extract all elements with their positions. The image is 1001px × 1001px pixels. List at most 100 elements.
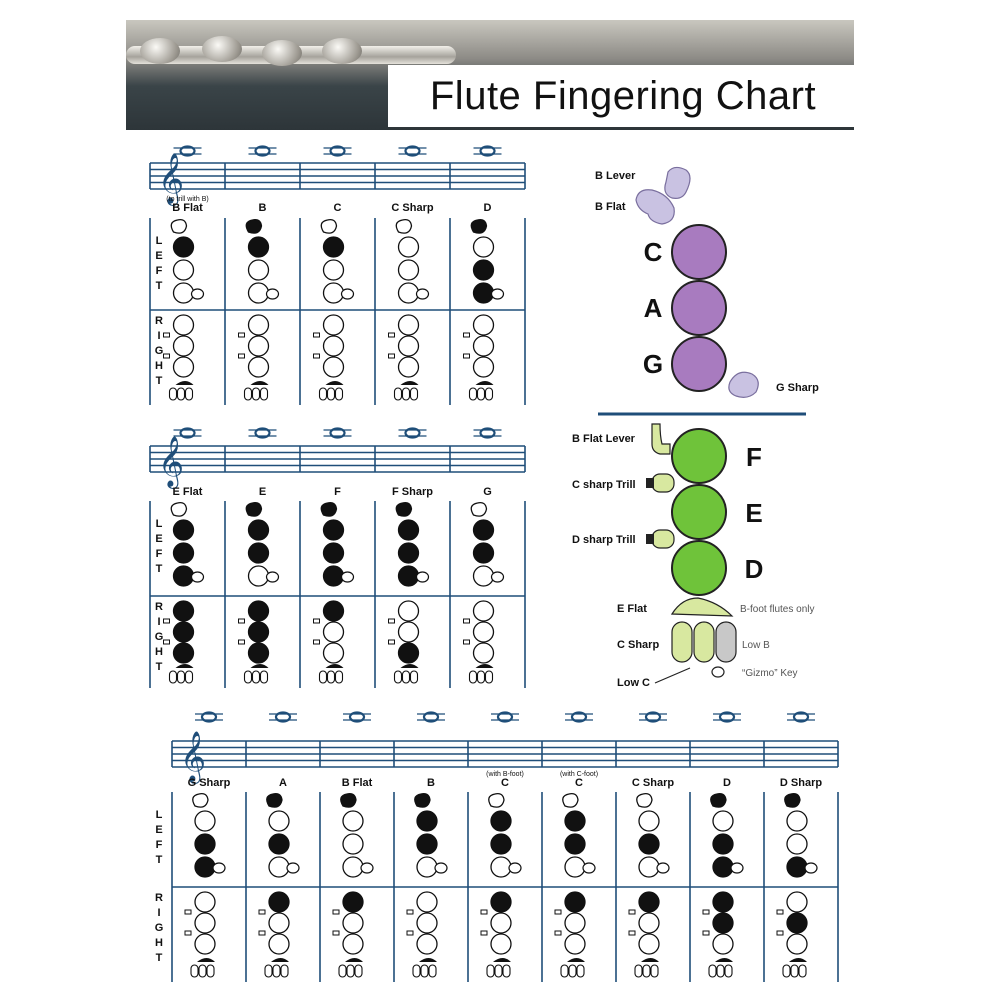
trill-key-icon	[480, 909, 488, 915]
note-subtitle-label: (with C-foot)	[560, 771, 598, 778]
note-name-label: B	[427, 777, 435, 789]
tone-hole-icon	[490, 912, 512, 934]
foot-key-icon	[272, 964, 281, 978]
foot-key-icon	[724, 964, 733, 978]
thumb-key-icon	[340, 792, 357, 808]
thumb-key-icon	[395, 501, 413, 517]
whole-note-icon	[792, 711, 810, 723]
right-hand-label: H	[155, 937, 163, 949]
foot-key-icon	[338, 964, 347, 978]
note-name-label: D Sharp	[780, 777, 822, 789]
g-sharp-key-icon	[190, 571, 205, 583]
b-foot-note-label: B-foot flutes only	[740, 604, 814, 615]
c-sharp-foot-roller-icon	[671, 621, 693, 663]
foot-key-icon	[634, 964, 643, 978]
note-name-label: C	[501, 777, 509, 789]
g-sharp-key-icon	[490, 288, 505, 300]
note-name-label: F Sharp	[392, 486, 433, 498]
g-sharp-label: G Sharp	[776, 382, 819, 394]
thumb-key-icon	[395, 218, 413, 234]
tone-hole-icon	[172, 236, 195, 258]
right-hand-label: R	[155, 601, 163, 613]
e-flat-foot-key-icon	[670, 597, 734, 617]
flute-key-decoration	[262, 40, 302, 66]
trill-key-icon	[554, 909, 562, 915]
right-hand-label: H	[155, 360, 163, 372]
tone-hole-icon	[172, 259, 195, 281]
g-sharp-key-icon	[265, 288, 280, 300]
tone-hole-icon	[268, 912, 290, 934]
tone-hole-icon	[564, 933, 586, 955]
right-hand-key-label: E	[745, 498, 762, 528]
e-flat-key-icon	[400, 381, 419, 385]
e-flat-key-icon	[175, 381, 194, 385]
right-hand-label: T	[156, 661, 163, 673]
trill-key-icon	[388, 332, 395, 338]
g-sharp-key-icon	[190, 288, 205, 300]
trill-key-icon	[258, 909, 266, 915]
page-title: Flute Fingering Chart	[429, 73, 817, 118]
b-flat-lever-icon	[651, 423, 671, 455]
whole-note-icon	[179, 427, 196, 439]
tone-hole-icon	[247, 565, 270, 587]
foot-key-icon	[782, 964, 791, 978]
left-hand-label: T	[156, 280, 163, 292]
whole-note-icon	[496, 711, 514, 723]
foot-key-icon	[650, 964, 659, 978]
tone-hole-icon	[472, 314, 495, 336]
right-hand-label: H	[155, 646, 163, 658]
trill-key-icon	[163, 353, 170, 359]
tone-hole-icon	[342, 912, 364, 934]
whole-note-icon	[329, 145, 346, 157]
note-name-label: C	[334, 202, 342, 214]
tone-hole-icon	[322, 621, 345, 643]
gizmo-key-label: “Gizmo” Key	[742, 668, 798, 679]
tone-hole-icon	[397, 600, 420, 622]
foot-key-icon	[468, 387, 478, 401]
e-flat-key-icon	[250, 381, 269, 385]
tone-hole-icon	[786, 810, 808, 832]
whole-note-icon	[254, 427, 271, 439]
left-hand-label: T	[156, 854, 163, 866]
g-sharp-key-icon	[804, 862, 818, 874]
g-sharp-key-icon	[656, 862, 670, 874]
foot-key-icon	[190, 964, 199, 978]
trill-key-icon	[163, 618, 170, 624]
tone-hole-icon	[268, 833, 290, 855]
tone-hole-icon	[416, 912, 438, 934]
gizmo-key-icon	[711, 666, 725, 678]
tone-hole-icon	[322, 642, 345, 664]
b-lever-label: B Lever	[595, 170, 636, 182]
note-name-label: C	[575, 777, 583, 789]
tone-hole-icon	[472, 236, 495, 258]
right-hand-key-icon	[671, 428, 727, 484]
foot-key-icon	[251, 387, 261, 401]
thumb-key-icon	[320, 218, 338, 234]
flute-photo-banner: Flute Fingering Chart	[126, 20, 854, 130]
e-flat-key-icon	[197, 958, 215, 962]
low-c-pointer	[654, 667, 691, 684]
g-sharp-key-icon	[360, 862, 374, 874]
tone-hole-icon	[490, 891, 512, 913]
right-hand-label: I	[157, 907, 160, 919]
tone-hole-icon	[342, 833, 364, 855]
foot-key-icon	[484, 670, 494, 684]
b-flat-label: B Flat	[595, 201, 626, 213]
g-sharp-key-icon	[582, 862, 596, 874]
tone-hole-icon	[342, 810, 364, 832]
tone-hole-icon	[712, 856, 734, 878]
foot-key-icon	[318, 387, 328, 401]
tone-hole-icon	[247, 236, 270, 258]
tone-hole-icon	[397, 259, 420, 281]
e-flat-key-icon	[715, 958, 733, 962]
foot-key-icon	[243, 387, 253, 401]
g-sharp-key-icon	[728, 371, 759, 398]
tone-hole-icon	[172, 282, 195, 304]
left-hand-key-icon	[671, 224, 727, 280]
g-sharp-key-icon	[508, 862, 522, 874]
g-sharp-key-icon	[490, 571, 505, 583]
trill-key-icon	[313, 353, 320, 359]
d-sharp-trill-key-icon	[651, 529, 675, 549]
left-hand-key-label: A	[644, 293, 663, 323]
